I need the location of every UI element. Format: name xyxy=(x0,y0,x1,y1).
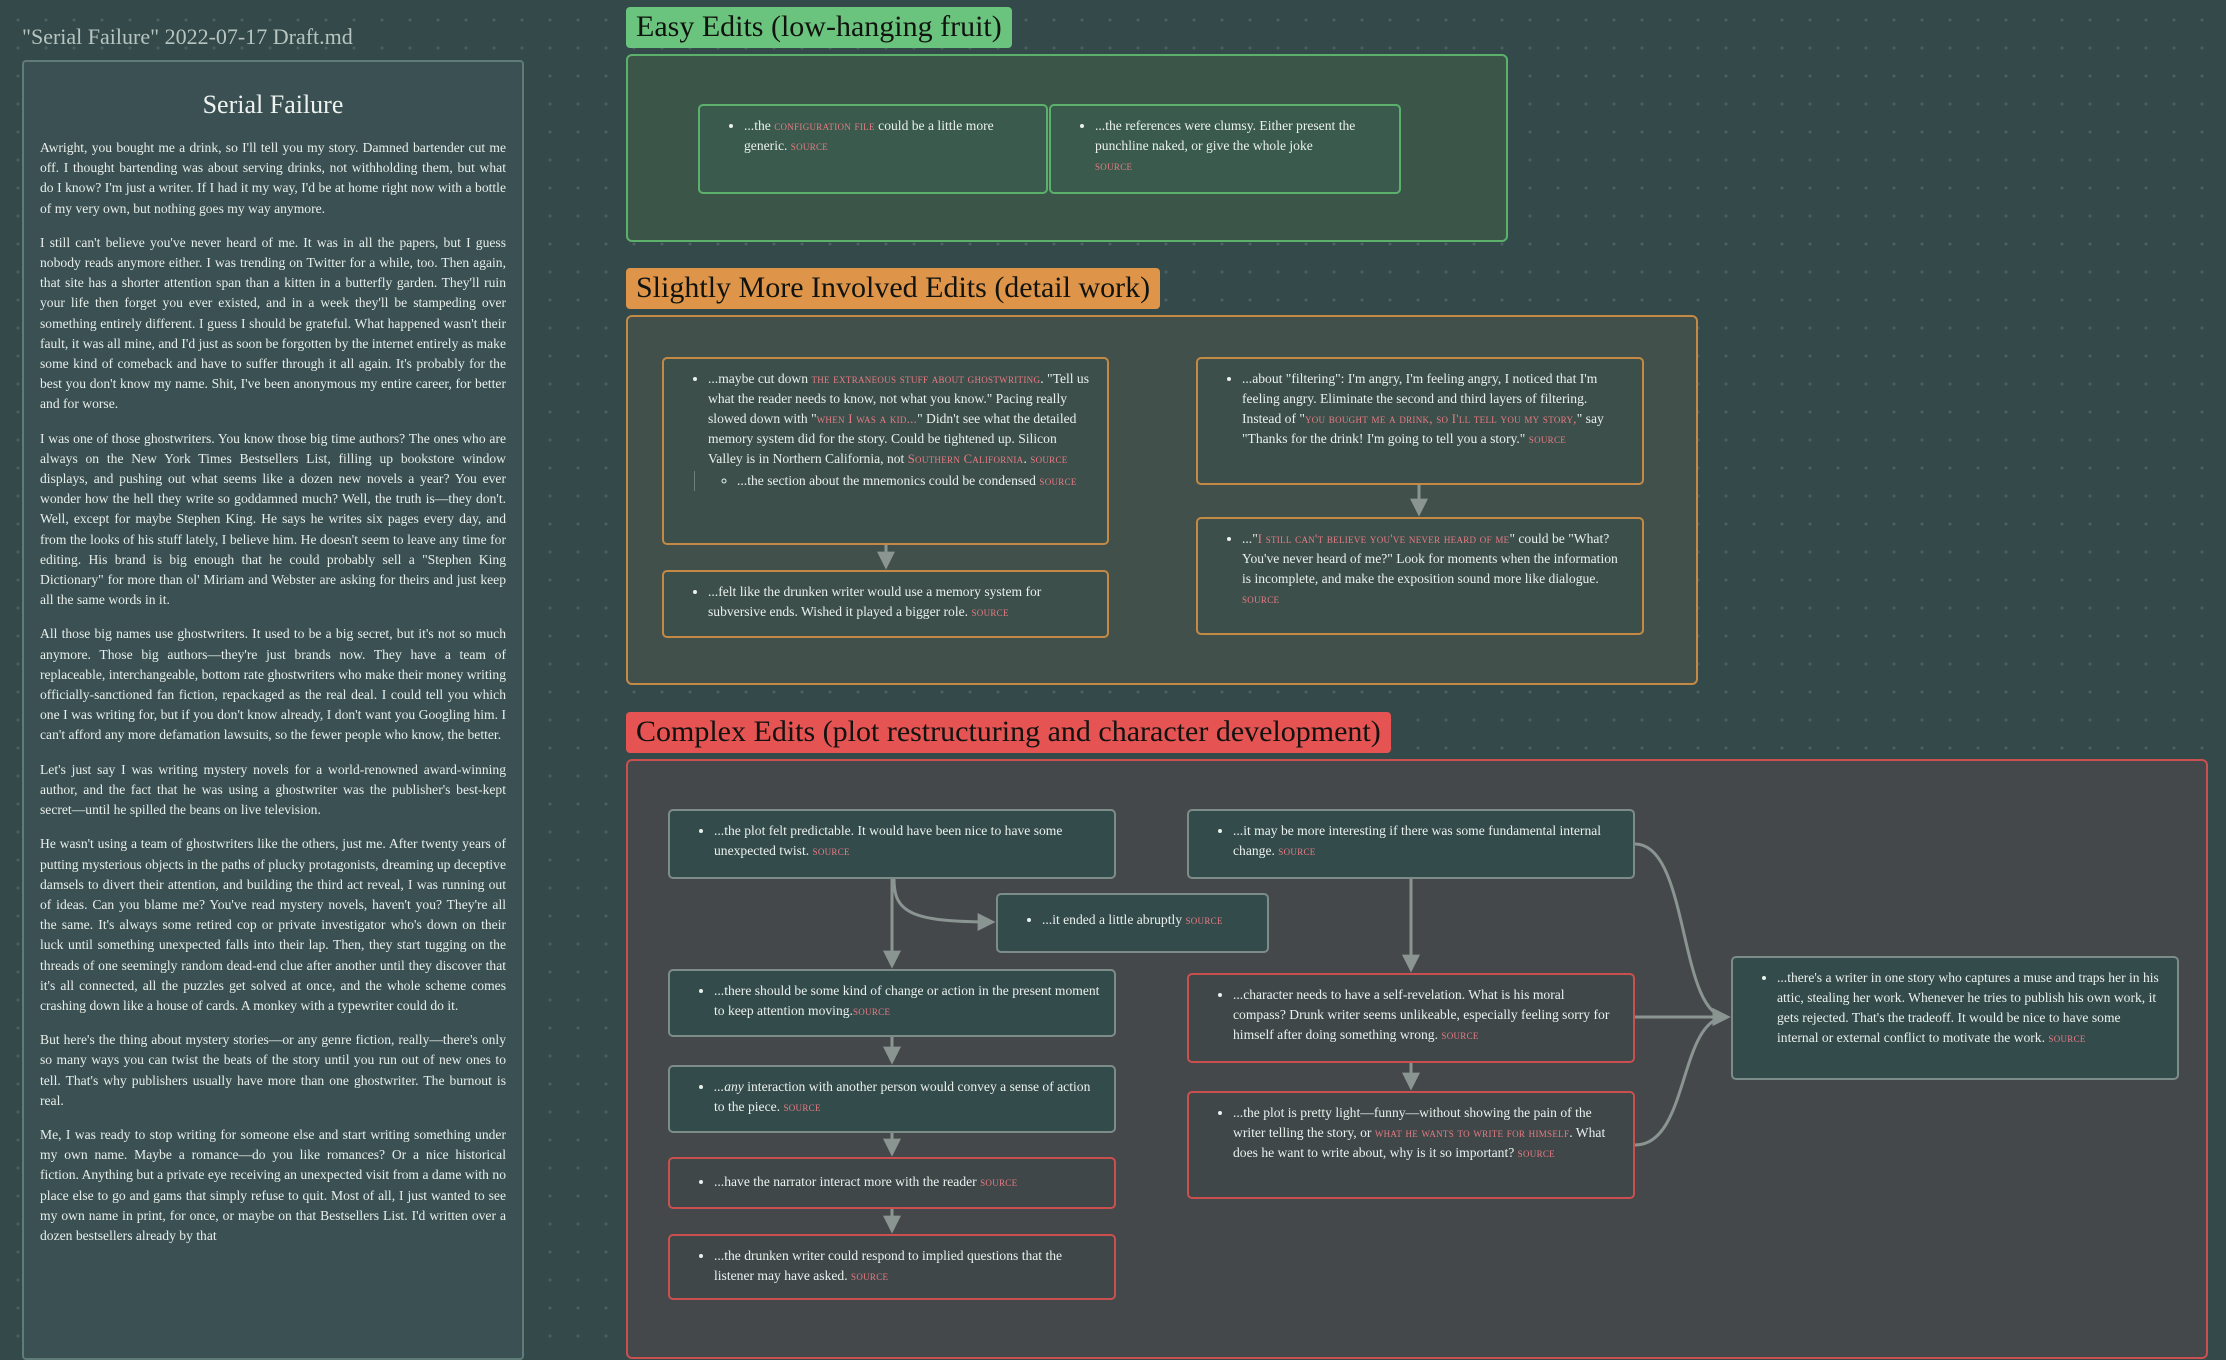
document-paragraph: All those big names use ghostwriters. It… xyxy=(40,626,506,743)
source-link[interactable]: source xyxy=(1278,844,1316,858)
link-configuration-file[interactable]: configuration file xyxy=(774,119,875,133)
card-ended-abruptly[interactable]: ...it ended a little abruptly source xyxy=(996,893,1269,953)
group-label-involved[interactable]: Slightly More Involved Edits (detail wor… xyxy=(626,268,1161,309)
card-text: . xyxy=(1023,451,1031,466)
document-paragraph: I was one of those ghostwriters. You kno… xyxy=(40,430,506,608)
card-configuration-file[interactable]: ...the configuration file could be a lit… xyxy=(698,104,1048,194)
note-filename[interactable]: "Serial Failure" 2022-07-17 Draft.md xyxy=(22,24,353,49)
card-text: . What does he want to write about, why … xyxy=(1233,1125,1606,1160)
document-paragraph: Awright, you bought me a drink, so I'll … xyxy=(40,140,506,216)
card-any-interaction[interactable]: ...any interaction with another person w… xyxy=(668,1065,1116,1133)
card-narrator-interact[interactable]: ...have the narrator interact more with … xyxy=(668,1157,1116,1209)
card-change-or-action[interactable]: ...there should be some kind of change o… xyxy=(668,969,1116,1037)
card-text: ...the section about the mnemonics could… xyxy=(737,473,1040,488)
source-link[interactable]: source xyxy=(783,1100,821,1114)
card-text: " Didn't see what the detailed memory sy… xyxy=(708,411,1077,466)
card-text: ...have the narrator interact more with … xyxy=(714,1174,981,1189)
source-link[interactable]: source xyxy=(1095,159,1133,173)
card-plot-light[interactable]: ...the plot is pretty light—funny—withou… xyxy=(1187,1091,1635,1199)
document-paragraph: Let's just say I was writing mystery nov… xyxy=(40,761,506,818)
document-title: Serial Failure xyxy=(202,90,344,119)
card-text: " could be "What? You've never heard of … xyxy=(1242,531,1618,586)
card-text: ...the xyxy=(744,118,775,133)
card-ghostwriting[interactable]: ...maybe cut down the extraneous stuff a… xyxy=(662,357,1109,545)
link-when-i-was-a-kid[interactable]: when I was a kid... xyxy=(816,412,918,426)
source-link[interactable]: source xyxy=(1039,474,1077,488)
card-text: ...maybe cut down xyxy=(708,371,812,386)
card-text: ...there's a writer in one story who cap… xyxy=(1777,970,2159,1045)
document-paragraph: But here's the thing about mystery stori… xyxy=(40,1032,506,1108)
link-never-heard-of-me[interactable]: I still can't believe you've never heard… xyxy=(1257,532,1510,546)
link-bought-me-a-drink[interactable]: you bought me a drink, so I'll tell you … xyxy=(1304,412,1577,426)
source-link[interactable]: source xyxy=(812,844,850,858)
source-link[interactable]: source xyxy=(2048,1031,2086,1045)
card-text: ...about "filtering": I'm angry, I'm fee… xyxy=(1242,371,1598,426)
source-link[interactable]: source xyxy=(980,1175,1018,1189)
document-panel[interactable]: Serial Failure Awright, you bought me a … xyxy=(22,60,524,1360)
card-text: interaction with another person would co… xyxy=(714,1079,1091,1114)
card-text: ...it may be more interesting if there w… xyxy=(1233,823,1602,858)
group-label-complex[interactable]: Complex Edits (plot restructuring and ch… xyxy=(626,712,1391,753)
card-text: . "Tell us what the reader needs to know… xyxy=(708,371,1090,426)
card-text: ...the drunken writer could respond to i… xyxy=(714,1248,1063,1283)
source-link[interactable]: source xyxy=(971,605,1009,619)
card-text: ...character needs to have a self-revela… xyxy=(1233,987,1610,1042)
card-text: ...there should be some kind of change o… xyxy=(714,983,1100,1018)
source-link[interactable]: source xyxy=(1517,1146,1555,1160)
link-extraneous-ghostwriting[interactable]: the extraneous stuff about ghostwriting xyxy=(811,372,1041,386)
card-self-revelation[interactable]: ...character needs to have a self-revela… xyxy=(1187,973,1635,1063)
card-text: ...the plot is pretty light—funny—withou… xyxy=(1233,1105,1592,1140)
document-paragraph: He wasn't using a team of ghostwriters l… xyxy=(40,836,506,1013)
card-text: ...felt like the drunken writer would us… xyxy=(708,584,1042,619)
card-text: ..." xyxy=(1242,531,1258,546)
source-link[interactable]: source xyxy=(790,139,829,153)
source-link[interactable]: source xyxy=(1030,452,1068,466)
card-text: ...the plot felt predictable. It would h… xyxy=(714,823,1063,858)
group-label-easy[interactable]: Easy Edits (low-hanging fruit) xyxy=(626,7,1012,48)
card-internal-change[interactable]: ...it may be more interesting if there w… xyxy=(1187,809,1635,879)
card-text: ...the references were clumsy. Either pr… xyxy=(1095,118,1356,153)
card-implied-questions[interactable]: ...the drunken writer could respond to i… xyxy=(668,1234,1116,1300)
source-link[interactable]: source xyxy=(1441,1028,1479,1042)
card-never-heard-of-me[interactable]: ..."I still can't believe you've never h… xyxy=(1196,517,1644,635)
card-filtering[interactable]: ...about "filtering": I'm angry, I'm fee… xyxy=(1196,357,1644,485)
card-text-emphasis: ...any xyxy=(714,1079,744,1094)
card-muse-attic[interactable]: ...there's a writer in one story who cap… xyxy=(1731,956,2179,1080)
card-references[interactable]: ...the references were clumsy. Either pr… xyxy=(1049,104,1401,194)
source-link[interactable]: source xyxy=(1528,432,1567,446)
link-what-he-wants[interactable]: what he wants to write for himself xyxy=(1374,1126,1570,1140)
source-link[interactable]: source xyxy=(851,1269,889,1283)
source-link[interactable]: source xyxy=(852,1004,891,1018)
card-text: " say "Thanks for the drink! I'm going t… xyxy=(1242,411,1604,446)
document-paragraph: Me, I was ready to stop writing for some… xyxy=(40,1126,506,1243)
source-link[interactable]: source xyxy=(1185,913,1223,927)
card-memory-system[interactable]: ...felt like the drunken writer would us… xyxy=(662,570,1109,638)
card-text: could be a little more generic. xyxy=(744,118,994,153)
source-link[interactable]: source xyxy=(1242,592,1280,606)
link-southern-california[interactable]: Southern California xyxy=(907,452,1024,466)
card-text: ...it ended a little abruptly xyxy=(1042,912,1186,927)
document-paragraph: I still can't believe you've never heard… xyxy=(40,234,506,412)
card-predictable-plot[interactable]: ...the plot felt predictable. It would h… xyxy=(668,809,1116,879)
